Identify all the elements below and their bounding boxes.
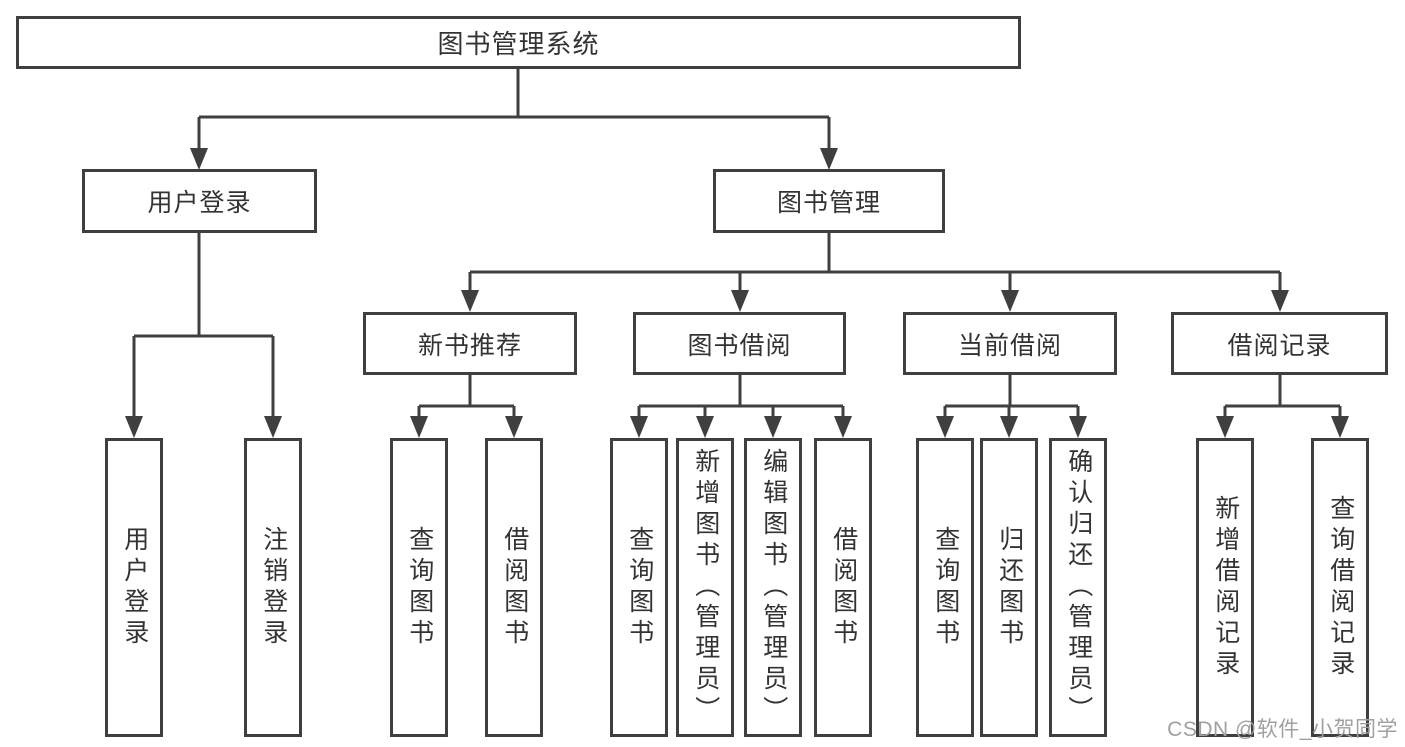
leaf-return-books: 归还图书	[980, 438, 1038, 737]
arrowhead-icon	[820, 148, 838, 170]
arrowhead-icon	[264, 416, 282, 438]
arrowhead-icon	[731, 290, 749, 312]
leaf-query-books-1: 查询图书	[390, 438, 448, 737]
arrowhead-icon	[834, 416, 852, 438]
leaf-borrow-books-1: 借阅图书	[485, 438, 543, 737]
node-root-label: 图书管理系统	[437, 29, 600, 59]
leaf-edit-book-admin: 编辑图书（管理员）	[744, 438, 802, 737]
node-borrowing-records-label: 借阅记录	[1227, 331, 1332, 360]
arrowhead-icon	[505, 416, 523, 438]
arrowhead-icon	[936, 416, 954, 438]
arrowhead-icon	[630, 416, 648, 438]
leaf-return-books-label: 归还图书	[995, 525, 1024, 650]
leaf-query-books-2-label: 查询图书	[625, 525, 654, 650]
node-borrowing-records: 借阅记录	[1171, 312, 1388, 375]
node-book-borrowing: 图书借阅	[633, 312, 846, 375]
leaf-add-book-admin-label: 新增图书（管理员）	[691, 448, 720, 727]
leaf-query-books-2: 查询图书	[610, 438, 668, 737]
arrowhead-icon	[461, 290, 479, 312]
leaf-borrow-books-1-label: 借阅图书	[500, 525, 529, 650]
arrowhead-icon	[410, 416, 428, 438]
leaf-logout-login: 注销登录	[244, 438, 302, 737]
leaf-query-borrow-record-label: 查询借阅记录	[1326, 494, 1355, 681]
node-current-borrowing: 当前借阅	[903, 312, 1117, 375]
arrowhead-icon	[696, 416, 714, 438]
arrowhead-icon	[1271, 290, 1289, 312]
leaf-edit-book-admin-label: 编辑图书（管理员）	[759, 448, 788, 727]
leaf-add-borrow-record-label: 新增借阅记录	[1211, 494, 1240, 681]
node-current-borrowing-label: 当前借阅	[957, 331, 1062, 360]
leaf-query-books-3-label: 查询图书	[931, 525, 960, 650]
arrowhead-icon	[1216, 416, 1234, 438]
csdn-watermark: CSDN @软件_小贺同学	[1167, 718, 1398, 741]
leaf-borrow-books-2-label: 借阅图书	[829, 525, 858, 650]
node-user-login-label: 用户登录	[147, 189, 252, 217]
leaf-add-book-admin: 新增图书（管理员）	[676, 438, 734, 737]
leaf-query-books-1-label: 查询图书	[405, 525, 434, 650]
node-new-book-recommendation: 新书推荐	[363, 312, 577, 375]
arrowhead-icon	[1000, 416, 1018, 438]
arrowhead-icon	[190, 148, 208, 170]
leaf-confirm-return-admin: 确认归还（管理员）	[1049, 438, 1107, 737]
connector-path	[132, 68, 1342, 420]
node-root: 图书管理系统	[16, 16, 1021, 69]
leaf-user-login: 用户登录	[105, 438, 163, 737]
node-new-book-recommendation-label: 新书推荐	[417, 331, 522, 360]
arrowhead-icon	[764, 416, 782, 438]
node-book-management-label: 图书管理	[776, 189, 881, 217]
leaf-add-borrow-record: 新增借阅记录	[1196, 438, 1254, 737]
leaf-confirm-return-admin-label: 确认归还（管理员）	[1064, 448, 1093, 727]
node-book-borrowing-label: 图书借阅	[687, 331, 792, 360]
arrowheads	[125, 148, 1349, 438]
leaf-logout-login-label: 注销登录	[259, 525, 288, 650]
node-user-login: 用户登录	[82, 169, 317, 233]
arrowhead-icon	[1331, 416, 1349, 438]
leaf-query-borrow-record: 查询借阅记录	[1311, 438, 1369, 737]
node-book-management: 图书管理	[713, 169, 945, 233]
leaf-query-books-3: 查询图书	[916, 438, 974, 737]
arrowhead-icon	[125, 416, 143, 438]
leaf-user-login-label: 用户登录	[120, 525, 149, 650]
arrowhead-icon	[1069, 416, 1087, 438]
arrowhead-icon	[1001, 290, 1019, 312]
leaf-borrow-books-2: 借阅图书	[814, 438, 872, 737]
